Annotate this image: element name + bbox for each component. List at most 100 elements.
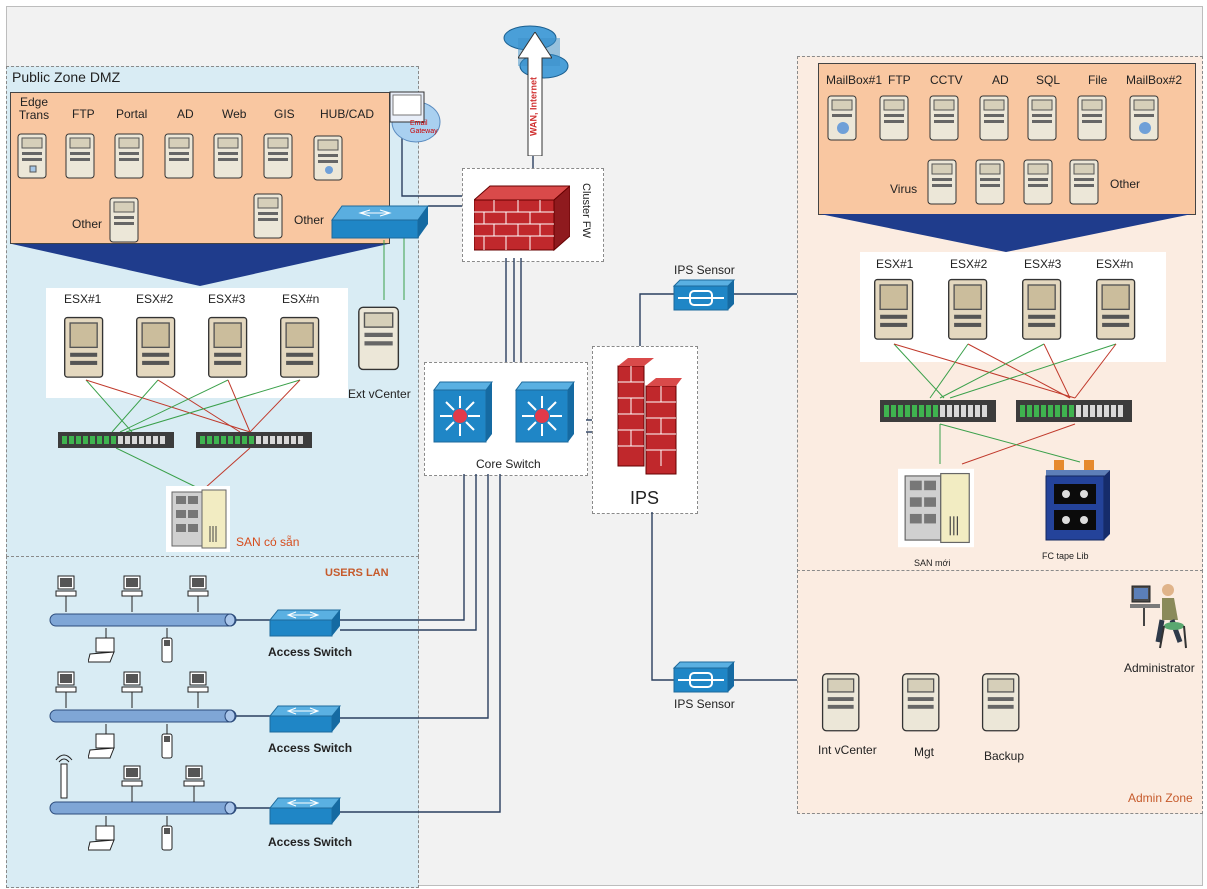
workstation-icon [120, 764, 144, 802]
internal-virus-label: Virus [890, 182, 918, 196]
phone-icon [158, 816, 176, 852]
workstation-icon [182, 764, 206, 802]
server-icon [134, 310, 180, 382]
cluster-fw-label: Cluster FW [580, 183, 592, 238]
fc-switch-icon [196, 432, 312, 448]
ips-sensor-top-label: IPS Sensor [674, 263, 735, 277]
administrator-label: Administrator [1124, 661, 1195, 675]
server-icon [278, 310, 324, 382]
fc-tape-lib-label: FC tape Lib [1042, 551, 1089, 561]
access-switch-1-label: Access Switch [268, 645, 353, 659]
server-icon [878, 92, 912, 142]
lan-bus-3 [48, 800, 238, 816]
ext-vcenter-label: Ext vCenter [348, 387, 411, 401]
dmz-esx-label-3: ESX#3 [208, 292, 246, 306]
server-icon [872, 272, 918, 344]
internal-server-label-file: File [1088, 73, 1108, 87]
switch-icon [430, 380, 494, 444]
server-icon [978, 92, 1012, 142]
dmz-server-label-web: Web [222, 107, 247, 121]
dmz-other-right-label: Other [294, 213, 325, 227]
server-icon [163, 130, 197, 180]
fc-switch-icon [1016, 400, 1132, 422]
dmz-esx-label-n: ESX#n [282, 292, 320, 306]
dmz-server-label-portal: Portal [116, 107, 148, 121]
switch-icon [268, 608, 342, 638]
email-gateway-icon [384, 86, 442, 150]
tape-library-icon [1044, 460, 1112, 542]
dmz-server-label-edge-trans: Edge Trans [18, 95, 50, 122]
server-icon [252, 190, 286, 240]
phone-icon [158, 724, 176, 760]
laptop-icon [88, 628, 118, 664]
ips-sensor-bottom-label: IPS Sensor [674, 697, 735, 711]
san-storage-icon [166, 486, 230, 552]
san-storage-icon [898, 462, 974, 554]
ips-box [592, 346, 698, 514]
dmz-esx-label-1: ESX#1 [64, 292, 102, 306]
dmz-san-label: SAN có sẵn [236, 535, 300, 549]
server-icon [113, 130, 147, 180]
server-icon [820, 668, 864, 734]
internal-esx-label-1: ESX#1 [876, 257, 914, 271]
server-icon [974, 156, 1008, 206]
dmz-other-left-label: Other [72, 217, 103, 231]
internal-server-label-mailbox2: MailBox#2 [1126, 73, 1183, 87]
server-icon [1026, 92, 1060, 142]
int-vcenter-label: Int vCenter [818, 743, 877, 757]
laptop-icon [88, 724, 118, 760]
wireless-ap-icon [52, 750, 76, 800]
dmz-zone-label: Public Zone DMZ [12, 69, 121, 85]
server-icon [262, 130, 296, 180]
core-switch-label: Core Switch [476, 457, 541, 471]
switch-icon [268, 796, 342, 826]
administrator-icon [1128, 580, 1192, 652]
server-icon [900, 668, 944, 734]
workstation-icon [186, 574, 210, 612]
server-icon [1068, 156, 1102, 206]
workstation-icon [54, 574, 78, 612]
switch-icon [512, 380, 576, 444]
wan-internet-label: WAN, Internet [528, 77, 539, 137]
internal-other-label: Other [1110, 177, 1141, 191]
server-icon [212, 130, 246, 180]
server-icon [980, 668, 1024, 734]
internal-esx-label-n: ESX#n [1096, 257, 1134, 271]
phone-icon [158, 628, 176, 664]
internal-esx-label-2: ESX#2 [950, 257, 988, 271]
san-moi-label: SAN mới [914, 558, 951, 568]
ips-sensor-icon [672, 660, 736, 694]
ips-label: IPS [630, 488, 660, 508]
internal-server-label-cctv: CCTV [930, 73, 963, 87]
fc-switch-icon [58, 432, 174, 448]
dmz-server-label-ad: AD [177, 107, 194, 121]
server-icon [928, 92, 962, 142]
workstation-icon [186, 670, 210, 708]
ips-sensor-icon [672, 278, 736, 312]
access-switch-2-label: Access Switch [268, 741, 353, 755]
mgt-label: Mgt [914, 745, 935, 759]
internal-server-label-ftp: FTP [888, 73, 911, 87]
server-icon [1022, 156, 1056, 206]
switch-icon [330, 204, 430, 240]
dmz-esx-label-2: ESX#2 [136, 292, 174, 306]
access-switch-3-label: Access Switch [268, 835, 353, 849]
server-icon [206, 310, 252, 382]
dmz-server-label-ftp: FTP [72, 107, 95, 121]
fc-switch-icon [880, 400, 996, 422]
server-icon [826, 92, 860, 142]
workstation-icon [120, 670, 144, 708]
laptop-icon [88, 816, 118, 852]
workstation-icon [120, 574, 144, 612]
server-icon [62, 310, 108, 382]
firewall-icon [612, 356, 682, 476]
server-icon [1076, 92, 1110, 142]
server-icon [1094, 272, 1140, 344]
internal-server-label-sql: SQL [1036, 73, 1061, 87]
internal-esx-label-3: ESX#3 [1024, 257, 1062, 271]
dmz-server-label-hub-cad: HUB/CAD [320, 107, 375, 121]
internal-server-label-ad: AD [992, 73, 1009, 87]
server-icon [16, 130, 50, 180]
server-icon [64, 130, 98, 180]
backup-label: Backup [984, 749, 1025, 763]
